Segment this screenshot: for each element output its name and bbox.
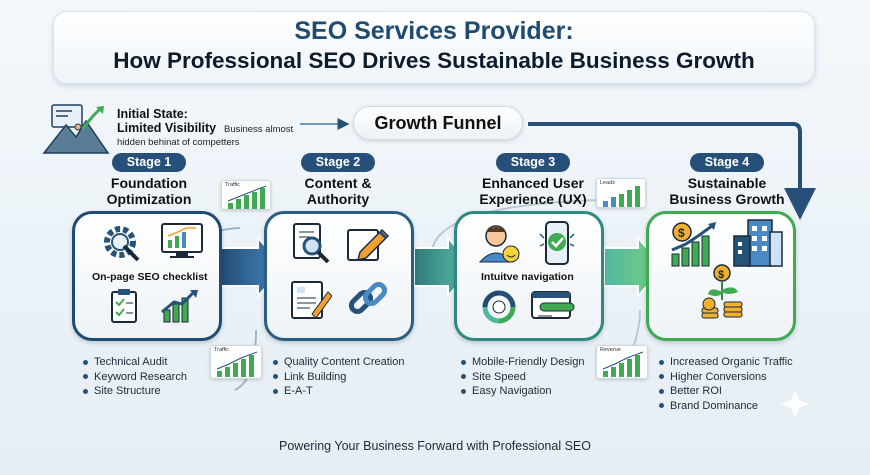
sparkle-icon bbox=[781, 390, 809, 418]
mini-bar-chart-icon bbox=[216, 351, 258, 377]
title-banner bbox=[53, 11, 815, 84]
stage2-title: Content &Authority bbox=[304, 175, 372, 207]
growth-funnel-label: Growth Funnel bbox=[353, 106, 523, 140]
stage3-card-label: Intuitve navigation bbox=[481, 271, 574, 283]
initial-state-title: Limited Visibility bbox=[117, 121, 217, 135]
checklist-icon bbox=[111, 289, 137, 323]
stage2-card bbox=[264, 211, 414, 341]
stage3-bullets: Mobile-Friendly Design Site Speed Easy N… bbox=[460, 355, 585, 399]
initial-state-desc-2: hidden behinat of competters bbox=[117, 137, 240, 148]
initial-state-desc-1: Business almost bbox=[224, 124, 294, 135]
stage1-bullets: Technical Audit Keyword Research Site St… bbox=[82, 355, 187, 399]
list-item: Keyword Research bbox=[82, 370, 187, 385]
svg-text:$: $ bbox=[678, 226, 685, 240]
footer-tagline: Powering Your Business Forward with Prof… bbox=[279, 439, 591, 453]
refresh-cycle-icon bbox=[482, 290, 516, 324]
stage2-badge: Stage 2 bbox=[301, 153, 375, 172]
link-chain-icon bbox=[348, 281, 388, 315]
mini-bar-chart-icon bbox=[227, 185, 267, 209]
stage2-bullets: Quality Content Creation Link Building E… bbox=[272, 355, 404, 399]
list-item: Site Structure bbox=[82, 384, 187, 399]
mini-bar-chart-icon bbox=[602, 351, 644, 377]
stage4-bullets: Increased Organic Traffic Higher Convers… bbox=[658, 355, 793, 413]
edit-pencil-icon bbox=[347, 228, 390, 262]
mini-chart-revenue: Reverue bbox=[596, 345, 648, 379]
money-plant-coins-icon: $ bbox=[701, 264, 743, 319]
mountain-climber-icon bbox=[42, 104, 110, 154]
page-title: SEO Services Provider: bbox=[294, 17, 574, 45]
list-item: Better ROI bbox=[658, 384, 793, 399]
svg-text:$: $ bbox=[718, 269, 724, 281]
list-item: Higher Conversions bbox=[658, 370, 793, 385]
mini-bar-chart-icon bbox=[603, 186, 640, 207]
list-item: Quality Content Creation bbox=[272, 355, 404, 370]
mini-chart-leads: Leads bbox=[596, 178, 646, 208]
stage1-card bbox=[72, 211, 222, 341]
happy-user-icon bbox=[478, 225, 520, 263]
list-item: Easy Navigation bbox=[460, 384, 585, 399]
gear-icon bbox=[104, 226, 140, 262]
list-item: Mobile-Friendly Design bbox=[460, 355, 585, 370]
list-item: Increased Organic Traffic bbox=[658, 355, 793, 370]
list-item: Technical Audit bbox=[82, 355, 187, 370]
stage1-badge: Stage 1 bbox=[112, 153, 186, 172]
initial-state-label: Initial State: bbox=[117, 107, 188, 121]
chat-window-icon bbox=[531, 291, 575, 319]
list-item: Site Speed bbox=[460, 370, 585, 385]
list-item: E-A-T bbox=[272, 384, 404, 399]
stage3-card bbox=[454, 211, 604, 341]
document-search-icon bbox=[293, 223, 330, 264]
list-item: Link Building bbox=[272, 370, 404, 385]
arrow-funnel-to-stage4 bbox=[528, 122, 816, 220]
mobile-check-icon bbox=[539, 221, 575, 265]
dollar-growth-chart-icon: $ bbox=[671, 222, 716, 267]
analytics-monitor-icon bbox=[161, 223, 203, 258]
stage1-card-label: On-page SEO checklist bbox=[92, 271, 208, 283]
office-building-icon bbox=[733, 219, 783, 267]
list-item: Brand Dominance bbox=[658, 399, 793, 414]
stage4-badge: Stage 4 bbox=[690, 153, 764, 172]
mini-chart-traffic-bottom: Traffic bbox=[210, 345, 262, 379]
mini-chart-traffic-top: Traffic bbox=[221, 180, 271, 210]
page-subtitle: How Professional SEO Drives Sustainable … bbox=[113, 48, 755, 73]
growth-chart-icon bbox=[161, 290, 198, 323]
content-writing-icon bbox=[291, 281, 332, 319]
stage3-badge: Stage 3 bbox=[496, 153, 570, 172]
